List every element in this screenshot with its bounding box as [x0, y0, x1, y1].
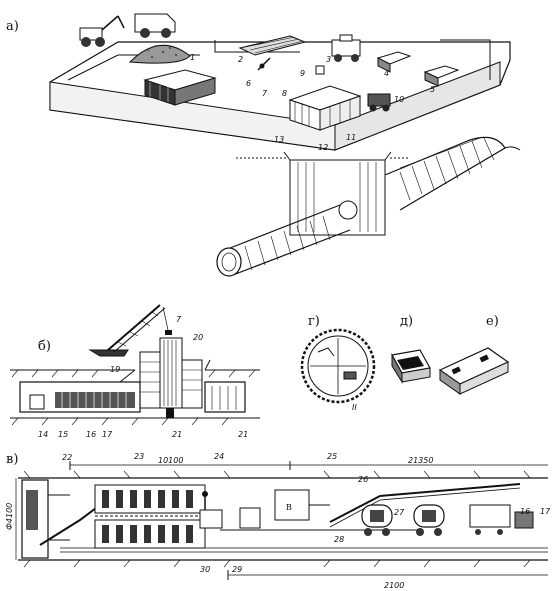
dimension-bottom: 2100	[227, 570, 548, 590]
rail-cart	[343, 371, 357, 380]
lining-hatch-b	[55, 392, 135, 408]
callout-b-20: 21	[172, 430, 182, 439]
dump-truck	[134, 13, 176, 38]
panel-b-label: б)	[38, 339, 51, 354]
tunnel-section-b	[10, 381, 260, 426]
panel-v-label: в)	[6, 452, 18, 467]
panel-b: б)	[10, 304, 260, 439]
panel-e: е)	[438, 314, 510, 395]
panel-b-callouts: 7 19 20 14 15 16 17 21 21	[38, 315, 248, 439]
dim-2100: 2100	[384, 581, 404, 590]
lining-segment-e	[438, 347, 510, 395]
callout-b-15: 15	[58, 430, 68, 439]
timber-stack-2	[238, 35, 307, 56]
callout-a-9: 9	[300, 69, 305, 78]
callout-v-24: 24	[214, 452, 224, 461]
callout-a-6: 6	[246, 79, 251, 88]
crane-operator-6	[257, 57, 271, 71]
callout-b-19: 20	[193, 333, 203, 342]
callout-a-10: 10	[394, 95, 404, 104]
callout-v-17: 17	[540, 507, 551, 516]
site-fence-right	[440, 39, 491, 80]
lining-segment-d	[391, 349, 431, 384]
panel-d-label: д)	[400, 314, 413, 329]
shaft-tower-19	[119, 337, 211, 409]
conveyor-26	[329, 483, 521, 523]
panel-g-label: г)	[308, 314, 320, 329]
callout-g-ii: II	[352, 403, 357, 412]
callout-a-8: 8	[282, 89, 287, 98]
tunnel-wall-hatch-v	[23, 470, 531, 568]
vertical-shaft	[236, 151, 410, 236]
tunnel-shield-22	[21, 479, 101, 559]
panel-a: а)	[6, 13, 521, 277]
tower-crane-7	[88, 304, 172, 357]
operator-24	[199, 491, 223, 529]
callout-a-2: 2	[238, 55, 243, 64]
site-fence-top	[214, 40, 300, 53]
dim-diameter: Ф4100	[5, 503, 14, 530]
callout-b-17: 17	[102, 430, 113, 439]
panel-g: г) II	[300, 314, 376, 412]
callout-a-7: 7	[262, 89, 268, 98]
tunnel-tube-right	[384, 136, 521, 211]
callout-a-5: 5	[430, 85, 435, 94]
segment-stack-1	[143, 69, 217, 106]
callout-a-4: 4	[384, 69, 389, 78]
callout-b-21: 21	[238, 430, 248, 439]
loader-10	[367, 93, 391, 112]
callout-b-14: 14	[38, 430, 48, 439]
svg-text:В: В	[286, 503, 292, 512]
callout-a-13: 13	[274, 135, 284, 144]
panel-d: д)	[391, 314, 431, 384]
panel-e-label: е)	[486, 314, 499, 329]
callout-v-30: 30	[200, 565, 210, 574]
segment-erector-23	[94, 484, 215, 549]
callout-v-25: 25	[327, 452, 337, 461]
panel-a-label: а)	[6, 19, 19, 34]
tank-cars-27	[361, 504, 445, 536]
end-machinery	[469, 504, 534, 535]
callout-b-16: 16	[86, 430, 96, 439]
rails-28	[60, 547, 548, 553]
shaft-headframe	[288, 85, 362, 131]
dim-21350: 21350	[408, 456, 433, 465]
tunnel-tube-left	[216, 200, 358, 277]
callout-v-28: 28	[334, 535, 344, 544]
callout-a-11: 11	[346, 133, 356, 142]
dimension-top: 10100 21350	[69, 456, 548, 470]
tunnel-walls-v	[18, 477, 548, 561]
panel-v: в) 10100 21350 Ф4100	[5, 452, 551, 590]
truck-3	[331, 34, 361, 62]
callout-v-22: 22	[62, 453, 72, 462]
ground-hatch-b	[11, 369, 256, 378]
slab-side-edge	[334, 61, 501, 151]
panel-v-callouts: 22 23 24 25 26 27 28 29 30 16 17	[62, 452, 551, 574]
callout-v-16: 16	[520, 507, 530, 516]
sign-9	[315, 65, 325, 75]
shield-14	[29, 394, 45, 410]
platform-25: В	[220, 489, 420, 531]
panel-a-callouts: 1 2 3 4 5 6 7 8 9 10 11 12 13	[190, 53, 435, 152]
aggregate-pile	[128, 44, 191, 64]
callout-v-23: 23	[134, 452, 144, 461]
callout-a-12: 12	[318, 143, 328, 152]
callout-b-18: 19	[110, 365, 120, 374]
callout-v-29: 29	[232, 565, 242, 574]
callout-v-26: 26	[358, 475, 368, 484]
callout-v-27: 27	[394, 508, 405, 517]
callout-a-1: 1	[190, 53, 195, 62]
callout-b-7: 7	[176, 315, 182, 324]
callout-a-3: 3	[326, 55, 331, 64]
dim-10100: 10100	[158, 456, 183, 465]
tractor	[79, 15, 125, 47]
